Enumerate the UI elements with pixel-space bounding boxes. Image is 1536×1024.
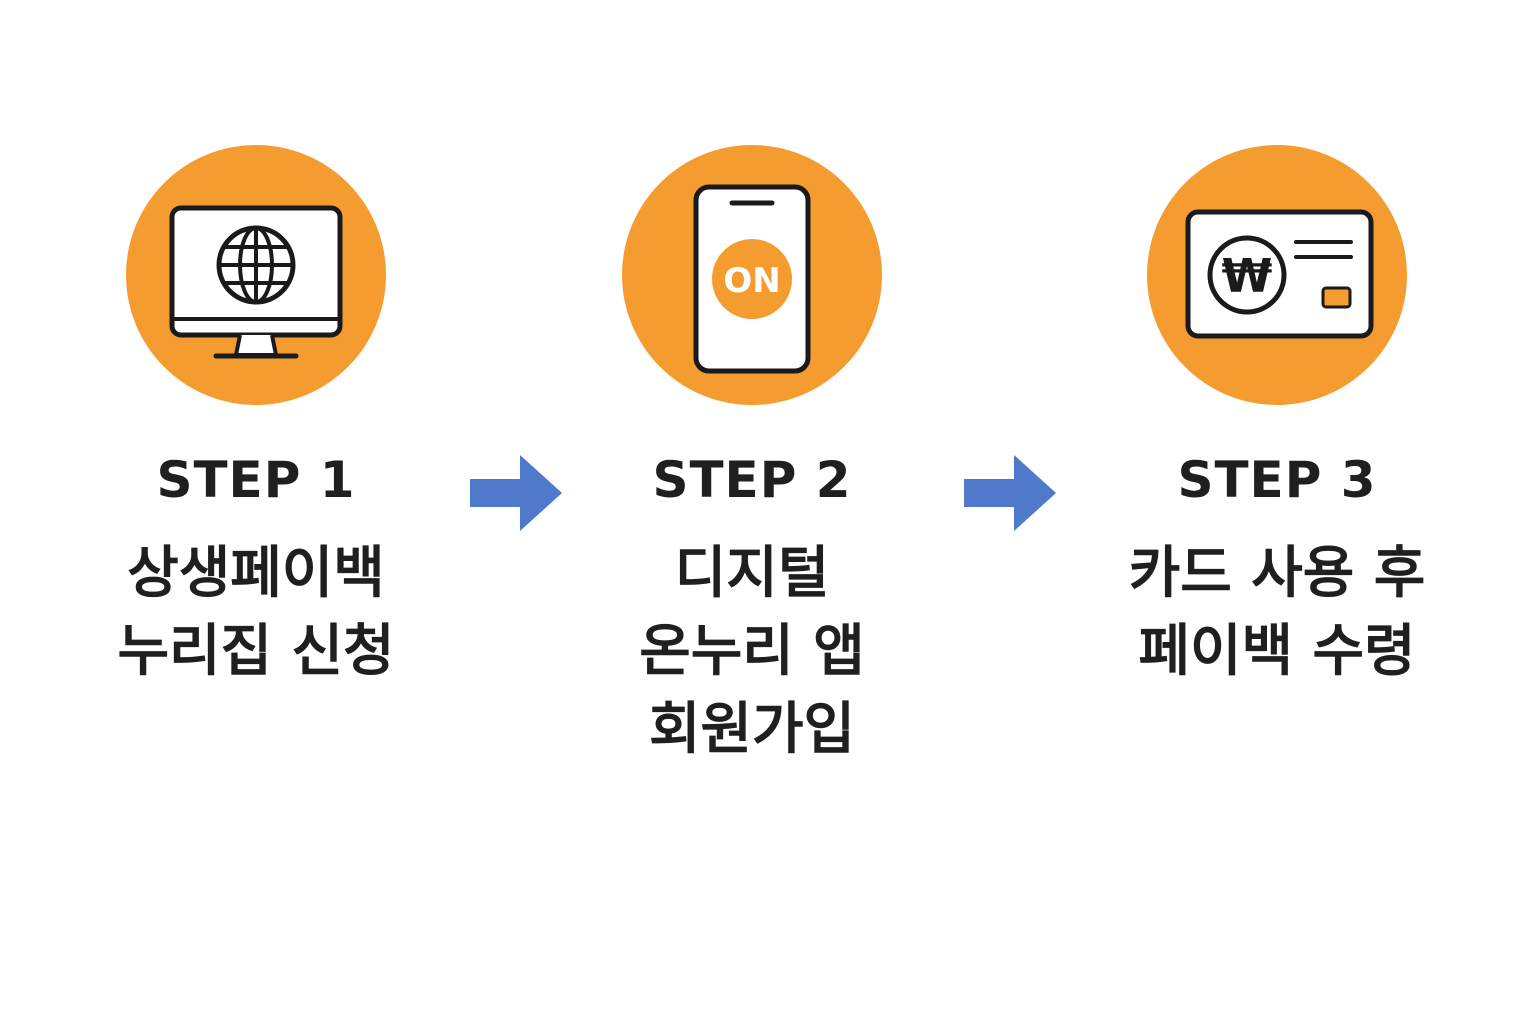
step-1-desc-line: 상생페이백 <box>127 541 385 606</box>
arrow-right-icon <box>964 455 1056 531</box>
on-badge-text: ON <box>723 261 780 301</box>
step-2-desc-line: 디지털 <box>674 541 830 606</box>
smartphone-on-icon: ON <box>622 145 882 405</box>
won-symbol: ₩ <box>1222 249 1273 303</box>
step-2-desc-line: 회원가입 <box>648 697 856 762</box>
step-1-desc-line: 누리집 신청 <box>117 619 395 684</box>
step-3-desc-line: 페이백 수령 <box>1138 619 1416 684</box>
card-won-icon: ₩ <box>1147 145 1407 405</box>
step-1-label: STEP 1 <box>156 451 356 509</box>
step-3-label: STEP 3 <box>1177 451 1377 509</box>
step-3: ₩ STEP 3 카드 사용 후 페이백 수령 <box>1047 145 1507 691</box>
step-3-desc-line: 카드 사용 후 <box>1128 541 1426 606</box>
step-3-description: 카드 사용 후 페이백 수령 <box>1129 535 1426 691</box>
step-2: ON STEP 2 디지털 온누리 앱 회원가입 <box>522 145 982 769</box>
arrow-right-icon <box>470 455 562 531</box>
step-1: STEP 1 상생페이백 누리집 신청 <box>26 145 486 691</box>
step-1-description: 상생페이백 누리집 신청 <box>117 535 394 691</box>
step-2-desc-line: 온누리 앱 <box>639 619 865 684</box>
step-2-description: 디지털 온누리 앱 회원가입 <box>639 535 865 769</box>
computer-globe-icon <box>126 145 386 405</box>
step-2-label: STEP 2 <box>652 451 852 509</box>
